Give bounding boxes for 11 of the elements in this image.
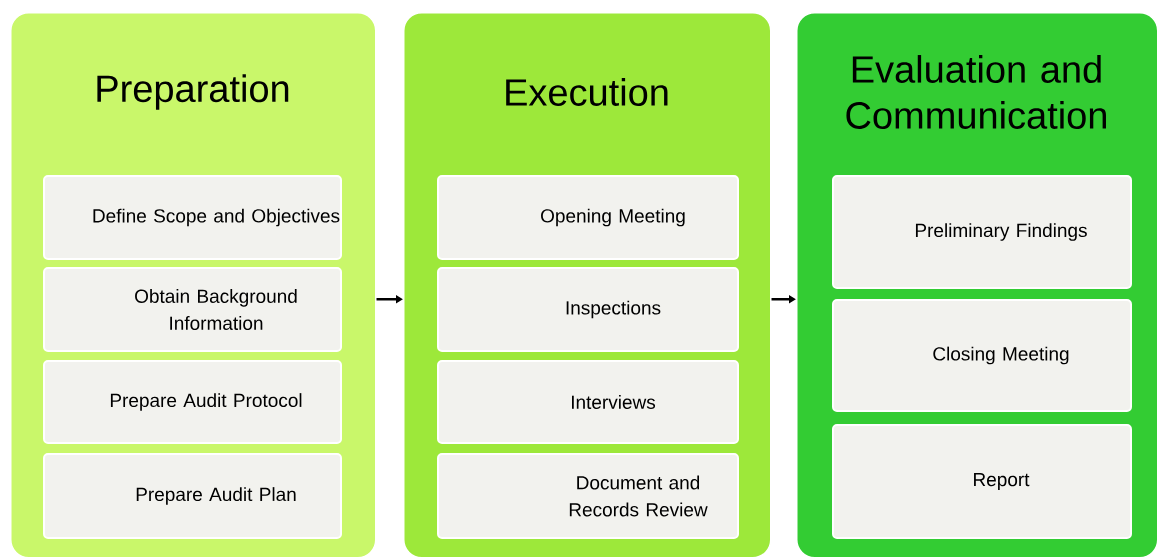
step-box: Inspections <box>437 267 739 352</box>
step-box: Preliminary Findings <box>832 175 1132 289</box>
step-box: Obtain Background Information <box>43 267 342 352</box>
step-box: Prepare Audit Plan <box>43 453 342 539</box>
step-box: Closing Meeting <box>832 299 1132 412</box>
step-box: Document and Records Review <box>437 453 739 539</box>
step-box: Prepare Audit Protocol <box>43 360 342 444</box>
step-box: Opening Meeting <box>437 175 739 260</box>
step-box: Define Scope and Objectives <box>43 175 342 260</box>
step-box: Interviews <box>437 360 739 444</box>
step-box: Report <box>832 424 1132 539</box>
